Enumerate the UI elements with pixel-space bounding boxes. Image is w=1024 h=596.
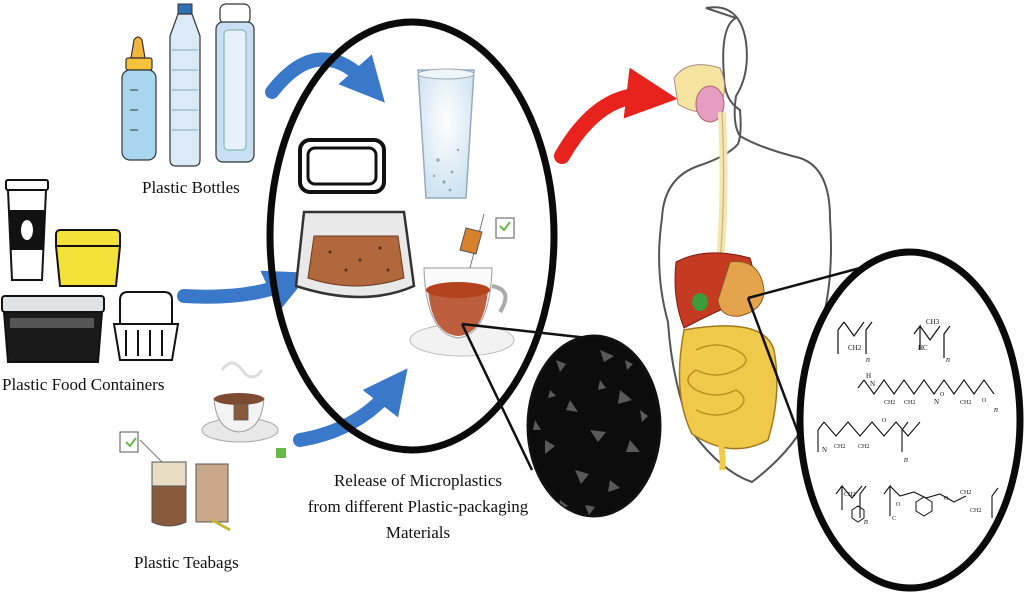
food-containers-label: Plastic Food Containers (2, 375, 164, 394)
human-body-icon (658, 6, 832, 484)
svg-text:n: n (904, 455, 908, 464)
svg-text:CH2: CH2 (884, 400, 895, 406)
svg-text:CH2: CH2 (970, 508, 981, 514)
blue-arrow-bottom (293, 368, 408, 447)
svg-text:O: O (944, 496, 949, 502)
svg-text:CH2: CH2 (960, 400, 971, 406)
red-arrow (554, 67, 678, 164)
lid-icon (298, 138, 386, 194)
water-glass-icon (417, 68, 475, 199)
stomach-icon (717, 261, 765, 317)
release-caption-line2: from different Plastic-packaging (307, 497, 529, 516)
svg-text:H: H (866, 372, 871, 380)
svg-text:O: O (882, 418, 887, 424)
svg-text:N: N (934, 398, 939, 406)
svg-text:n: n (994, 405, 998, 414)
svg-text:O: O (940, 392, 945, 398)
microplastic-particles-icon (526, 334, 662, 518)
svg-text:N: N (822, 446, 827, 454)
teabags-label: Plastic Teabags (134, 553, 239, 572)
black-container-icon (1, 295, 105, 363)
svg-text:CH2: CH2 (904, 400, 915, 406)
sport-bottle-icon (215, 3, 255, 163)
coffee-cup-icon (5, 179, 49, 281)
release-caption-line1: Release of Microplastics (333, 471, 503, 490)
release-circle (266, 18, 558, 454)
release-caption: Release of Microplastics from different … (300, 468, 536, 546)
svg-text:n: n (864, 517, 868, 526)
svg-text:N: N (870, 380, 875, 388)
water-bottle-icon (169, 3, 201, 167)
svg-text:HC: HC (918, 344, 928, 352)
svg-text:O: O (896, 502, 901, 508)
svg-text:CH2: CH2 (960, 490, 971, 496)
blue-arrow-middle (177, 270, 311, 312)
svg-text:n: n (996, 519, 1000, 528)
tea-cup-center-icon (409, 213, 515, 357)
baby-bottle-icon (121, 36, 157, 161)
svg-text:n: n (866, 355, 870, 364)
gallbladder-icon (692, 293, 708, 311)
yellow-box-icon (54, 229, 122, 287)
svg-text:CH2: CH2 (848, 344, 862, 352)
svg-text:CH3: CH3 (926, 318, 940, 326)
blue-arrow-top (265, 52, 385, 103)
release-caption-line3: Materials (385, 523, 451, 542)
svg-text:O: O (982, 398, 987, 404)
svg-text:CH2: CH2 (858, 444, 869, 450)
svg-text:CH2: CH2 (844, 492, 855, 498)
bottles-label: Plastic Bottles (142, 178, 240, 197)
svg-text:CH2: CH2 (834, 444, 845, 450)
pointer-line-upper (461, 322, 589, 340)
pointer-line-upper-right (747, 266, 861, 300)
tea-cup-icon (201, 361, 286, 458)
pointer-line-lower (460, 323, 534, 471)
teabag-icon (119, 431, 231, 532)
polymer-structures-icon: CH2 n CH3 HC n H N CH2 CH2 N O CH2 O n N… (817, 318, 1000, 528)
svg-text:n: n (946, 355, 950, 364)
intestine-icon (678, 325, 778, 471)
foil-tray-icon (294, 210, 416, 299)
svg-text:C: C (892, 516, 896, 522)
clear-container-icon (112, 291, 180, 361)
polymer-circle (796, 248, 1024, 592)
